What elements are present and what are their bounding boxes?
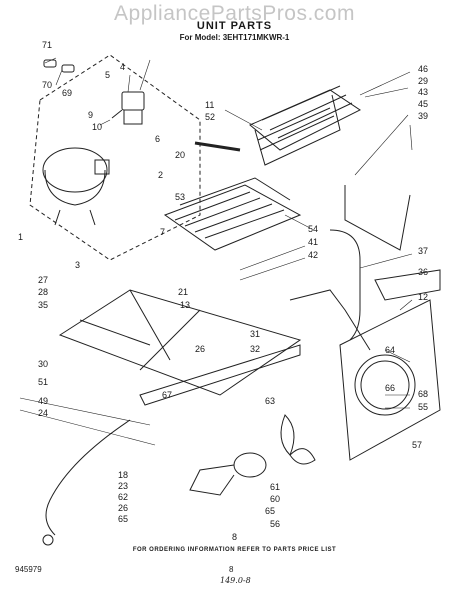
- callout-56: 56: [270, 519, 280, 529]
- terminal-plugs: [43, 59, 75, 73]
- drier: [194, 141, 241, 152]
- page-title: UNIT PARTS: [196, 20, 273, 32]
- fan-blade: [280, 414, 316, 465]
- page-number: 8: [229, 565, 234, 574]
- callout-13: 13: [180, 300, 190, 310]
- callout-20: 20: [175, 150, 185, 160]
- power-cord: [45, 419, 131, 536]
- evaporator-coil: [163, 177, 302, 251]
- callout-31: 31: [250, 329, 260, 339]
- callout-12: 12: [418, 292, 428, 302]
- callout-64: 64: [385, 345, 395, 355]
- callout-52: 52: [205, 112, 215, 122]
- callout-24: 24: [38, 408, 48, 418]
- callout-42: 42: [308, 250, 318, 260]
- callout-6: 6: [155, 134, 160, 144]
- callout-7: 7: [160, 227, 165, 237]
- callout-8: 8: [232, 532, 237, 542]
- tube-12: [289, 289, 371, 351]
- callout-51: 51: [38, 377, 48, 387]
- callout-37: 37: [418, 246, 428, 256]
- callout-66: 66: [385, 383, 395, 393]
- callout-65: 65: [265, 506, 275, 516]
- callout-62: 62: [118, 492, 128, 502]
- watermark: AppliancePartsPros.com: [114, 2, 355, 25]
- callout-28: 28: [38, 287, 48, 297]
- cord-plug: [42, 534, 54, 546]
- callout-35: 35: [38, 300, 48, 310]
- callout-3: 3: [75, 260, 80, 270]
- callout-21: 21: [178, 287, 188, 297]
- callout-43: 43: [418, 87, 428, 97]
- callout-71: 71: [42, 40, 52, 50]
- callout-49: 49: [38, 396, 48, 406]
- fan-shroud: [339, 269, 441, 461]
- callout-27: 27: [38, 275, 48, 285]
- handwritten-note: 149.0-8: [220, 576, 251, 585]
- callout-65: 65: [118, 514, 128, 524]
- callout-55: 55: [418, 402, 428, 412]
- callout-61: 61: [270, 482, 280, 492]
- callout-41: 41: [308, 237, 318, 247]
- callout-69: 69: [62, 88, 72, 98]
- callout-10: 10: [92, 122, 102, 132]
- callout-18: 18: [118, 470, 128, 480]
- callout-36: 36: [418, 267, 428, 277]
- callout-2: 2: [158, 170, 163, 180]
- callout-39: 39: [418, 111, 428, 121]
- model-line: For Model: 3EHT171MKWR-1: [179, 33, 290, 42]
- callout-45: 45: [418, 99, 428, 109]
- compressor: [42, 147, 110, 226]
- callout-67: 67: [162, 390, 172, 400]
- compressor-group-outline: [29, 54, 201, 261]
- ordering-note: FOR ORDERING INFORMATION REFER TO PARTS …: [132, 547, 337, 553]
- fan-motor: [189, 452, 267, 496]
- callout-46: 46: [418, 64, 428, 74]
- callout-60: 60: [270, 494, 280, 504]
- callout-26: 26: [195, 344, 205, 354]
- callout-5: 5: [105, 70, 110, 80]
- callout-9: 9: [88, 110, 93, 120]
- callout-4: 4: [120, 62, 125, 72]
- callout-29: 29: [418, 76, 428, 86]
- callout-23: 23: [118, 481, 128, 491]
- callout-63: 63: [265, 396, 275, 406]
- condenser-coil: [249, 85, 361, 166]
- capillary-tube-36: [329, 229, 361, 341]
- tube-37: [344, 185, 411, 251]
- callout-1: 1: [18, 232, 23, 242]
- callout-30: 30: [38, 359, 48, 369]
- callout-57: 57: [412, 440, 422, 450]
- relay-assembly: [111, 91, 145, 125]
- callout-70: 70: [42, 80, 52, 90]
- reference-number: 945979: [15, 565, 42, 574]
- base-frame: [58, 289, 302, 406]
- callout-11: 11: [205, 100, 214, 110]
- callout-53: 53: [175, 192, 185, 202]
- callout-54: 54: [308, 224, 318, 234]
- callout-32: 32: [250, 344, 260, 354]
- callout-68: 68: [418, 389, 428, 399]
- callout-26: 26: [118, 503, 128, 513]
